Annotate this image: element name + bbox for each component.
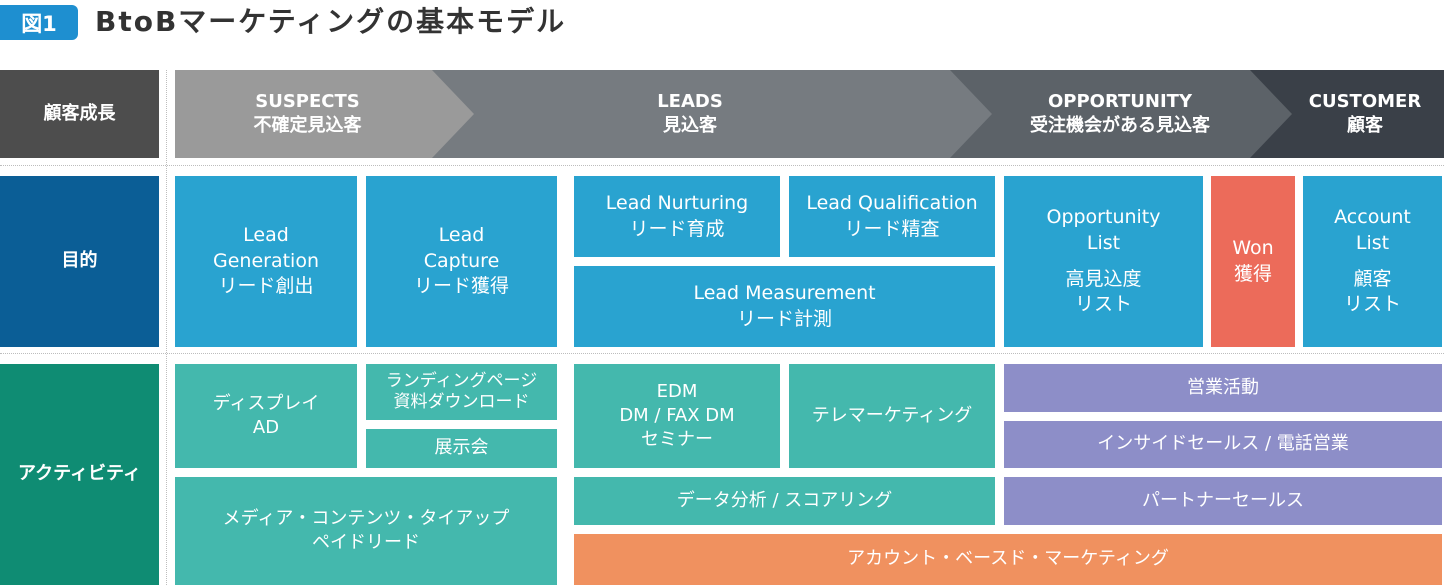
activity-edm: EDM DM / FAX DM セミナー	[574, 364, 780, 468]
separator	[0, 165, 1444, 166]
purpose-won: Won 獲得	[1211, 176, 1295, 347]
activity-abm-label: アカウント・ベースド・マーケティング	[847, 548, 1169, 570]
separator	[166, 70, 167, 585]
purpose-account-list: Account List 顧客 リスト	[1303, 176, 1442, 347]
purpose-lead-capture-line3: リード獲得	[413, 275, 509, 298]
activity-exhibition-label: 展示会	[434, 437, 489, 459]
purpose-lead-generation-line3: リード創出	[218, 275, 314, 298]
activity-edm-line1: EDM	[656, 380, 698, 402]
stage-arrow-opportunity	[940, 70, 1292, 158]
stage-customer-ja: 顧客	[1347, 115, 1383, 136]
purpose-lead-generation-line1: Lead	[243, 224, 289, 247]
purpose-lead-measurement: Lead Measurement リード計測	[574, 266, 995, 347]
row-header-purpose-label: 目的	[61, 250, 98, 272]
purpose-lead-capture-line1: Lead	[438, 224, 485, 247]
activity-data-analysis-label: データ分析 / スコアリング	[676, 489, 893, 511]
row-header-purpose: 目的	[0, 176, 159, 347]
purpose-lead-capture-line2: Capture	[423, 249, 500, 272]
purpose-lead-generation: Lead Generation リード創出	[175, 176, 357, 347]
activity-sales-label: 営業活動	[1187, 376, 1259, 398]
stage-arrows	[175, 70, 1444, 158]
activity-landing-page-line1: ランディングページ	[385, 370, 538, 391]
purpose-account-list-line4: リスト	[1343, 293, 1401, 316]
row-header-growth: 顧客成長	[0, 70, 159, 158]
purpose-lead-nurturing-line1: Lead Nurturing	[605, 191, 749, 214]
figure-badge: 図1	[0, 5, 78, 40]
activity-inside-sales: インサイドセールス / 電話営業	[1004, 421, 1442, 468]
activity-media-content: メディア・コンテンツ・タイアップ ペイドリード	[175, 477, 557, 585]
purpose-lead-nurturing: Lead Nurturing リード育成	[574, 176, 780, 257]
purpose-lead-nurturing-line2: リード育成	[629, 217, 725, 240]
stage-arrow-leads	[430, 70, 992, 158]
activity-exhibition: 展示会	[366, 429, 557, 468]
purpose-lead-measurement-line1: Lead Measurement	[693, 281, 876, 304]
activity-telemarketing-label: テレマーケティング	[811, 404, 973, 426]
stage-suspects-ja: 不確定見込客	[253, 115, 362, 136]
purpose-won-line2: 獲得	[1233, 262, 1272, 285]
row-header-activity: アクティビティ	[0, 364, 159, 585]
stage-arrow-customer	[1240, 70, 1444, 158]
stage-leads: LEADS 見込客	[460, 70, 920, 158]
activity-landing-page: ランディングページ 資料ダウンロード	[366, 364, 557, 420]
purpose-lead-qualification-line2: リード精査	[844, 217, 940, 240]
activity-display-ad-line2: AD	[252, 417, 280, 438]
activity-media-content-line1: メディア・コンテンツ・タイアップ	[222, 507, 510, 529]
stage-leads-en: LEADS	[657, 90, 723, 112]
purpose-lead-measurement-line2: リード計測	[736, 307, 832, 330]
purpose-opportunity-list-line3: 高見込度	[1065, 267, 1142, 290]
activity-telemarketing: テレマーケティング	[789, 364, 995, 468]
activity-media-content-line2: ペイドリード	[312, 532, 420, 553]
activity-partner-sales: パートナーセールス	[1004, 477, 1442, 525]
stage-leads-ja: 見込客	[663, 115, 717, 136]
purpose-opportunity-list: Opportunity List 高見込度 リスト	[1004, 176, 1203, 347]
purpose-account-list-line3: 顧客	[1353, 267, 1392, 290]
stage-customer: CUSTOMER 顧客	[1290, 70, 1440, 158]
purpose-lead-generation-line2: Generation	[213, 249, 319, 272]
activity-sales: 営業活動	[1004, 364, 1442, 412]
purpose-account-list-line1: Account	[1334, 206, 1411, 229]
row-header-activity-label: アクティビティ	[18, 463, 141, 485]
purpose-lead-qualification: Lead Qualification リード精査	[789, 176, 995, 257]
purpose-opportunity-list-line2: List	[1086, 231, 1121, 254]
stage-suspects: SUSPECTS 不確定見込客	[175, 70, 440, 158]
activity-edm-line2: DM / FAX DM	[619, 404, 735, 426]
stage-opportunity: OPPORTUNITY 受注機会がある見込客	[990, 70, 1250, 158]
activity-partner-sales-label: パートナーセールス	[1142, 489, 1304, 511]
activity-data-analysis: データ分析 / スコアリング	[574, 477, 995, 525]
stage-opportunity-ja: 受注機会がある見込客	[1030, 115, 1210, 136]
stage-customer-en: CUSTOMER	[1308, 90, 1422, 112]
activity-display-ad-line1: ディスプレイ	[212, 392, 320, 414]
purpose-lead-capture: Lead Capture リード獲得	[366, 176, 557, 347]
activity-edm-line3: セミナー	[641, 429, 713, 451]
stage-arrow-suspects	[175, 70, 474, 158]
stage-suspects-en: SUSPECTS	[255, 90, 360, 112]
figure-title: BtoBマーケティングの基本モデル	[95, 5, 567, 38]
activity-abm: アカウント・ベースド・マーケティング	[574, 534, 1442, 585]
purpose-won-line1: Won	[1232, 236, 1274, 259]
activity-display-ad: ディスプレイ AD	[175, 364, 357, 468]
purpose-lead-qualification-line1: Lead Qualification	[806, 191, 978, 214]
activity-landing-page-line2: 資料ダウンロード	[393, 392, 530, 412]
separator	[0, 353, 1444, 354]
purpose-opportunity-list-line1: Opportunity	[1046, 206, 1161, 229]
activity-inside-sales-label: インサイドセールス / 電話営業	[1097, 433, 1349, 455]
purpose-account-list-line2: List	[1355, 231, 1390, 254]
row-header-growth-label: 顧客成長	[43, 102, 116, 124]
stage-opportunity-en: OPPORTUNITY	[1047, 90, 1192, 112]
purpose-opportunity-list-line4: リスト	[1074, 293, 1132, 316]
